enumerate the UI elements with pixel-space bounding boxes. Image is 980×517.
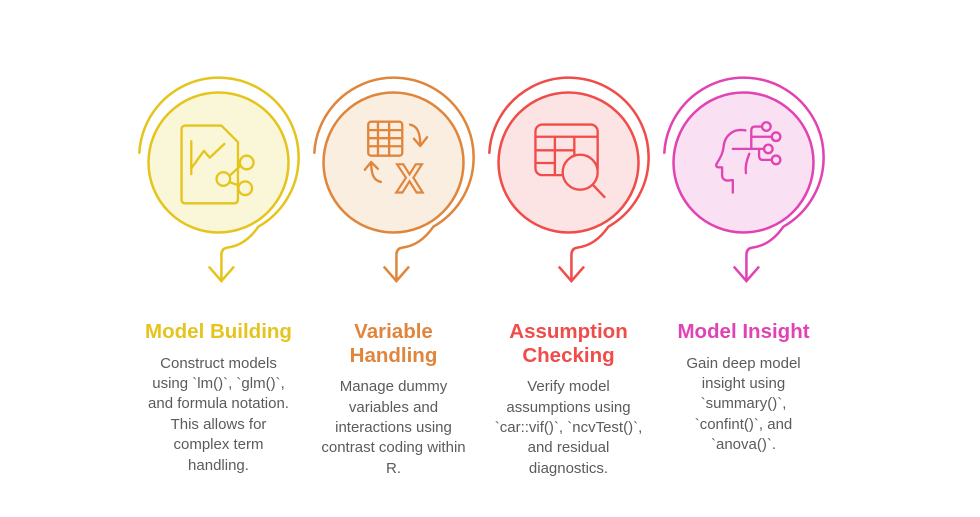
step-model-insight: Model Insight Gain deep model insight us…	[656, 62, 831, 479]
step-circle	[322, 91, 465, 234]
step-description: Verify model assumptions using `car::vif…	[494, 378, 643, 477]
swirl-arrow-icon	[488, 76, 650, 284]
step-graphic: X	[313, 76, 475, 284]
x-letter: X	[396, 156, 423, 202]
step-graphic	[663, 76, 825, 284]
step-graphic	[488, 76, 650, 284]
step-title: Assumption Checking	[509, 320, 628, 367]
head-network-icon	[715, 121, 782, 194]
step-model-building: Model Building Construct models using `l…	[131, 62, 306, 479]
swirl-arrow-icon	[138, 76, 300, 284]
step-description: Gain deep model insight using `summary()…	[686, 354, 801, 454]
step-graphic	[138, 76, 300, 284]
swirl-arrow-icon	[663, 76, 825, 284]
step-variable-handling: X Variable Handling Manage dummy variabl…	[306, 62, 481, 479]
table-transform-x-icon: X	[363, 120, 429, 203]
table-search-icon	[534, 123, 606, 199]
step-title: Model Building	[145, 320, 292, 343]
step-description: Construct models using `lm()`, `glm()`, …	[148, 354, 289, 474]
swirl-arrow-icon	[313, 76, 475, 284]
step-description: Manage dummy variables and interactions …	[321, 378, 466, 477]
step-circle	[672, 91, 815, 234]
process-steps: Model Building Construct models using `l…	[131, 62, 831, 479]
step-circle	[147, 91, 290, 234]
step-title: Model Insight	[677, 320, 810, 343]
document-chart-share-icon	[180, 124, 255, 205]
step-assumption-checking: Assumption Checking Verify model assumpt…	[481, 62, 656, 479]
step-title: Variable Handling	[349, 320, 438, 367]
